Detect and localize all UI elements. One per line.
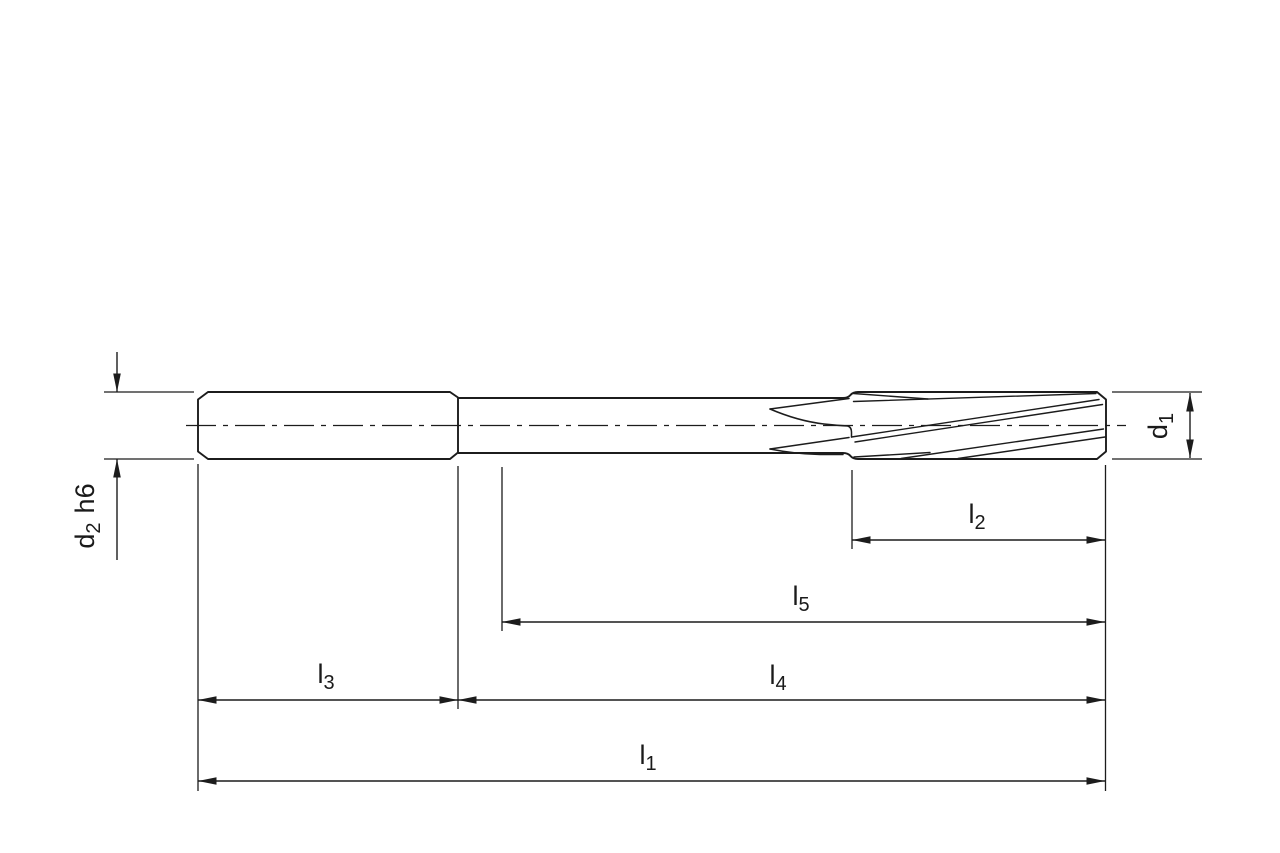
arrowhead-l2-right bbox=[1086, 536, 1105, 544]
label-d2-sub: 2 bbox=[82, 522, 105, 534]
label-d2-base: d bbox=[70, 533, 101, 549]
arrowhead-l4-left bbox=[458, 696, 477, 704]
label-l1-sub: 1 bbox=[645, 752, 657, 775]
label-l4-sub: 4 bbox=[775, 672, 787, 695]
label-d1-sub: 1 bbox=[1155, 412, 1178, 425]
flute-line bbox=[957, 436, 1106, 460]
label-l3-sub: 3 bbox=[323, 671, 335, 694]
label-l2-base: l bbox=[968, 499, 975, 530]
lower-flute-runout-curve bbox=[769, 448, 844, 456]
lower-flute-runout-edge bbox=[769, 436, 850, 450]
label-l5: l5 bbox=[792, 583, 809, 615]
label-l2: l2 bbox=[968, 501, 985, 533]
upper-flute-runout-curve bbox=[769, 408, 849, 427]
label-d1-base: d bbox=[1143, 424, 1174, 440]
flute-line bbox=[850, 398, 1100, 438]
label-l3: l3 bbox=[317, 661, 334, 693]
label-l1-base: l bbox=[639, 740, 646, 771]
flute-helix-lines bbox=[850, 392, 1106, 460]
flute-line bbox=[853, 451, 931, 458]
arrowhead-l5-left bbox=[502, 618, 521, 626]
flute-line bbox=[854, 403, 1104, 443]
label-d2-suffix: h6 bbox=[70, 483, 101, 514]
arrowhead-l4-right bbox=[1086, 696, 1105, 704]
arrowhead-l3-right bbox=[439, 696, 458, 704]
extension-lines bbox=[104, 391, 1202, 791]
arrowhead-l2-left bbox=[852, 536, 871, 544]
upper-flute-runout-edge bbox=[769, 397, 850, 410]
flute-line bbox=[852, 392, 1097, 403]
arrowhead-d1-down bbox=[1186, 439, 1194, 458]
label-l5-base: l bbox=[792, 581, 799, 612]
arrowhead-l1-left bbox=[198, 777, 217, 785]
label-l4-base: l bbox=[769, 660, 776, 691]
label-d2-h6: d2 h6 bbox=[70, 483, 105, 549]
label-l5-sub: 5 bbox=[798, 593, 810, 616]
arrowhead-l5-right bbox=[1086, 618, 1105, 626]
arrowhead-d2-down bbox=[113, 373, 121, 392]
arrowhead-l3-left bbox=[198, 696, 217, 704]
label-l3-base: l bbox=[317, 659, 324, 690]
dimension-arrowheads bbox=[113, 373, 1194, 785]
dimension-lines bbox=[116, 352, 1191, 782]
label-l2-sub: 2 bbox=[974, 511, 986, 534]
flute-runouts bbox=[769, 397, 853, 456]
arrowhead-d1-up bbox=[1186, 393, 1194, 412]
arrowhead-l1-right bbox=[1086, 777, 1105, 785]
label-l4: l4 bbox=[769, 662, 786, 694]
label-d1: d1 bbox=[1143, 412, 1178, 440]
reamer-shank-outline bbox=[197, 391, 459, 460]
flute-step-jog bbox=[847, 425, 853, 438]
label-l1: l1 bbox=[639, 742, 656, 774]
arrowhead-d2-up bbox=[113, 459, 121, 478]
flute-line bbox=[900, 428, 1105, 460]
reamer-neck-and-body-outline bbox=[458, 391, 1107, 460]
flute-line bbox=[852, 392, 929, 400]
